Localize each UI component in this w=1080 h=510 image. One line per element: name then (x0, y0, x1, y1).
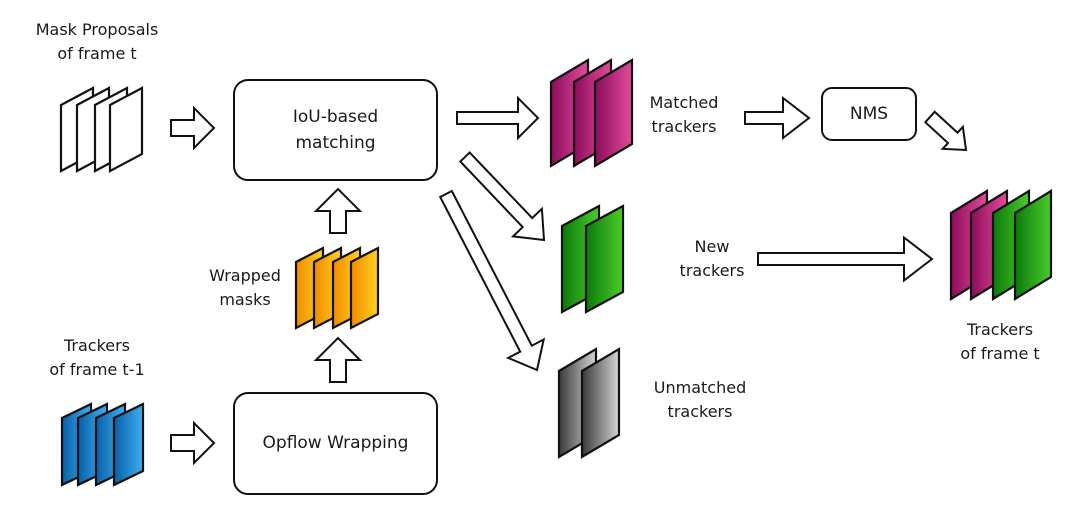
arrow-iou-matching-to-new-trackers (458, 151, 546, 242)
arrow-mask-proposals-to-iou-matching (170, 105, 216, 151)
trackers-out-frame-4 (1013, 189, 1053, 301)
arrow-iou-matching-to-matched-trackers (456, 95, 540, 141)
arrow-wrapped-masks-to-iou-matching (313, 187, 363, 234)
arrow-nms-to-trackers-out (923, 110, 968, 152)
wrapped-masks-line-1: Wrapped (209, 266, 281, 285)
trackers-out-line-2: of frame t (960, 344, 1040, 363)
wrapped-masks-line-2: masks (219, 290, 271, 309)
mask-proposals-frame-4 (108, 86, 144, 173)
arrow-matched-trackers-to-nms (744, 95, 811, 141)
new-trackers-label: New trackers (680, 235, 745, 283)
arrow-trackers-prev-to-opflow-wrapping (170, 420, 216, 466)
trackers-out-line-1: Trackers (966, 320, 1034, 339)
mask-proposals-line-1: Mask Proposals (35, 20, 159, 39)
new-trackers-line-1: New (694, 237, 730, 256)
trackers-prev-line-1: Trackers (63, 336, 131, 355)
unmatched-trackers-line-1: Unmatched (653, 378, 747, 397)
nms-line-1: NMS (849, 104, 889, 124)
nms-label: NMS (822, 88, 916, 140)
new-trackers-line-2: trackers (679, 261, 745, 280)
unmatched-trackers-label: Unmatched trackers (654, 376, 746, 424)
wrapped-masks-label: Wrapped masks (209, 264, 281, 312)
matched-trackers-line-2: trackers (651, 117, 717, 136)
wrapped-masks-frame-4 (349, 246, 380, 330)
matched-trackers-line-1: Matched (649, 93, 719, 112)
trackers-out-label: Trackers of frame t (960, 318, 1039, 366)
iou-matching-line-1: IoU-based (292, 107, 379, 127)
arrow-new-trackers-to-trackers-out (757, 235, 934, 283)
opflow-wrapping-line-1: Opflow Wrapping (262, 433, 409, 453)
iou-matching-line-2: matching (295, 133, 376, 153)
matched-trackers-label: Matched trackers (650, 91, 719, 139)
trackers-prev-frame-4 (112, 402, 145, 487)
new-trackers-frame-2 (584, 204, 625, 314)
trackers-prev-label: Trackers of frame t-1 (49, 334, 144, 382)
unmatched-trackers-frame-2 (580, 347, 621, 459)
arrow-iou-matching-to-unmatched-trackers (438, 189, 546, 372)
opflow-wrapping-label: Opflow Wrapping (234, 393, 437, 493)
matched-trackers-frame-3 (593, 58, 634, 168)
unmatched-trackers-line-2: trackers (667, 402, 733, 421)
nms-box (821, 87, 917, 141)
mask-proposals-label: Mask Proposals of frame t (36, 18, 159, 66)
trackers-prev-line-2: of frame t-1 (49, 360, 145, 379)
opflow-wrapping-box (233, 392, 438, 495)
iou-matching-box (233, 79, 438, 181)
mask-proposals-line-2: of frame t (57, 44, 137, 63)
arrow-opflow-wrapping-to-wrapped-masks (313, 336, 363, 383)
iou-matching-label: IoU-based matching (234, 80, 437, 180)
